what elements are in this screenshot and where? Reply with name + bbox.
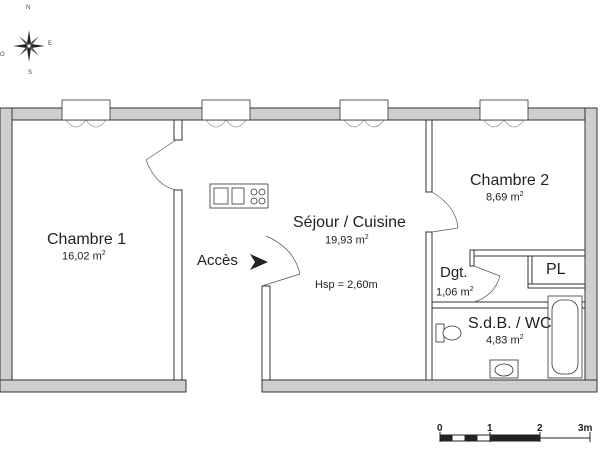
sejour-area: 19,93 m2 <box>325 234 369 247</box>
toilet <box>435 323 462 343</box>
dgt-name: Dgt. <box>440 264 468 281</box>
pl-name: PL <box>546 261 566 278</box>
sejour-name: Séjour / Cuisine <box>293 214 406 231</box>
scale-tick-3: 3m <box>578 423 593 434</box>
scale-tick-0: 0 <box>437 423 443 434</box>
exterior-walls <box>0 107 598 393</box>
kitchen-counter <box>209 183 269 209</box>
compass-north: N <box>26 5 31 11</box>
scale-tick-1: 1 <box>487 423 493 434</box>
chambre1-area: 16,02 m2 <box>62 250 106 263</box>
scale-bar <box>439 432 591 442</box>
chambre1-name: Chambre 1 <box>47 231 127 248</box>
interior-walls <box>173 119 586 381</box>
scale-tick-2: 2 <box>537 423 543 434</box>
compass-east: E <box>48 41 53 47</box>
chambre2-area: 8,69 m2 <box>486 191 524 204</box>
chambre2-name: Chambre 2 <box>470 172 550 189</box>
window-sashes <box>65 119 525 128</box>
bathtub <box>547 295 583 379</box>
compass-rose-icon <box>13 30 45 62</box>
access-label: Accès <box>197 252 238 269</box>
compass-west: O <box>0 52 5 58</box>
compass-south: S <box>28 70 33 76</box>
sdb-name: S.d.B. / WC <box>468 315 552 332</box>
sdb-area: 4,83 m2 <box>486 334 524 347</box>
dgt-area: 1,06 m2 <box>436 286 474 299</box>
access-arrow-icon <box>250 254 268 270</box>
door-swings <box>145 139 501 303</box>
ceiling-height-note: Hsp = 2,60m <box>315 279 378 291</box>
sink <box>489 359 519 379</box>
